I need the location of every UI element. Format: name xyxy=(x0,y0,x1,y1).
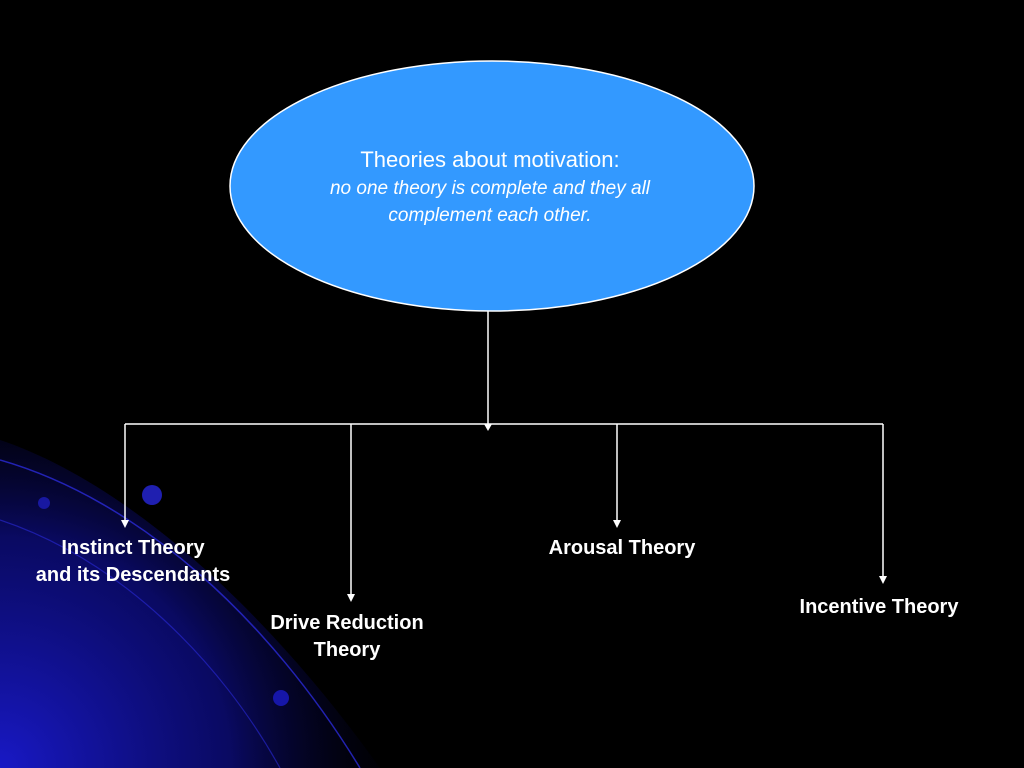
arrowheads xyxy=(121,424,887,602)
central-ellipse xyxy=(229,60,755,312)
central-title: Theories about motivation: xyxy=(360,147,620,172)
node-instinct-theory: Instinct Theory and its Descendants xyxy=(13,535,253,589)
swirl-orb-large xyxy=(142,485,162,505)
drive-label-line-2: Theory xyxy=(313,639,381,661)
connector-lines xyxy=(124,311,884,594)
swirl-orb-lower xyxy=(273,690,289,706)
instinct-label-line-1: Instinct Theory xyxy=(61,537,205,559)
instinct-label-line-2: and its Descendants xyxy=(35,564,231,586)
central-subtitle-line-1: no one theory is complete and they all xyxy=(329,178,651,199)
arrow-arousal xyxy=(613,520,621,528)
corner-swirl-arc-2 xyxy=(0,519,281,768)
arrow-drive xyxy=(347,594,355,602)
central-subtitle-line-2: complement each other. xyxy=(388,205,592,226)
drive-label-line-1: Drive Reduction xyxy=(270,612,424,634)
arousal-label: Arousal Theory xyxy=(548,537,696,559)
arrow-instinct xyxy=(121,520,129,528)
arrow-incentive xyxy=(879,576,887,584)
node-arousal-theory: Arousal Theory xyxy=(512,535,732,562)
incentive-label: Incentive Theory xyxy=(799,596,959,618)
corner-swirl-arc-1 xyxy=(0,459,361,768)
arrow-trunk xyxy=(484,424,492,431)
corner-swirl-decoration xyxy=(0,440,380,768)
node-drive-reduction-theory: Drive Reduction Theory xyxy=(237,610,457,664)
corner-swirl-fill xyxy=(0,440,380,768)
central-node-text: Theories about motivation: no one theory… xyxy=(270,145,710,229)
node-incentive-theory: Incentive Theory xyxy=(769,594,989,621)
swirl-orb-small xyxy=(38,497,50,509)
